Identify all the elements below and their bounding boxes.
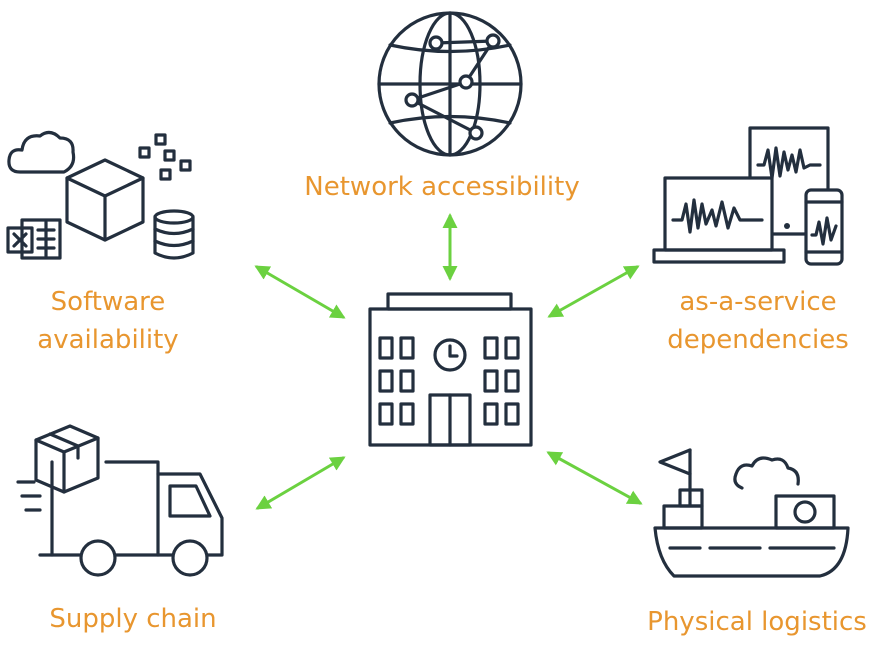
label-as-a-service-dependencies: as-a-service dependencies <box>667 283 849 359</box>
data-blocks-icon <box>138 133 192 181</box>
software-assets-icon <box>6 130 195 260</box>
devices-icon <box>652 126 844 266</box>
arrow-software <box>254 265 346 319</box>
label-supply-chain: Supply chain <box>49 604 217 634</box>
arrow-service <box>547 265 640 318</box>
arrow-supply <box>255 456 346 510</box>
label-network-accessibility: Network accessibility <box>304 172 580 202</box>
globe-network-icon <box>377 11 523 157</box>
label-service-line2: dependencies <box>667 325 849 355</box>
database-icon <box>153 209 195 260</box>
spreadsheet-icon <box>6 218 62 260</box>
arrow-logistics <box>546 451 643 505</box>
cube-icon <box>65 158 145 242</box>
label-software-line2: availability <box>37 325 179 355</box>
delivery-truck-icon <box>16 424 224 577</box>
cloud-icon <box>7 130 76 174</box>
package-icon <box>34 424 100 494</box>
office-building-icon <box>368 292 533 447</box>
label-service-line1: as-a-service <box>679 287 837 317</box>
connector-arrows <box>254 213 643 510</box>
label-software-availability: Software availability <box>37 283 178 359</box>
label-software-line1: Software <box>50 287 166 317</box>
smoke-icon <box>733 456 800 490</box>
cargo-ship-icon <box>653 448 850 578</box>
label-physical-logistics: Physical logistics <box>647 607 867 637</box>
